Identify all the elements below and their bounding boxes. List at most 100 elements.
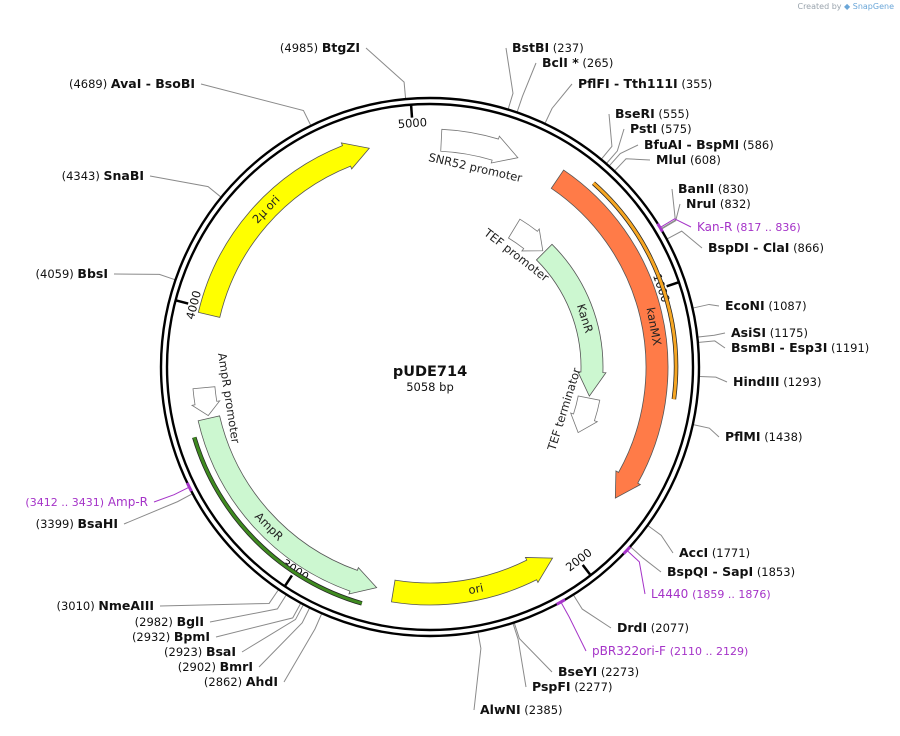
primer-range: (1859 .. 1876) [692,588,771,601]
feature-arrow-ori[interactable] [390,557,554,606]
site-label-bbsi[interactable]: (4059) BbsI [36,266,108,281]
site-position: (2385) [524,703,562,717]
site-name-2: SapI [722,564,753,579]
site-position: (3010) [57,599,95,613]
site-label-bspqi[interactable]: BspQI - SapI (1853) [667,564,795,579]
primer-leader-line [560,602,587,652]
feature-arrow-2-ori[interactable] [197,142,371,318]
feature-arrow-tef-terminator[interactable] [569,395,601,434]
site-leader-line [516,62,537,112]
site-label-hindiii[interactable]: HindIII (1293) [733,374,821,389]
site-position: (555) [658,107,689,121]
site-position: (1191) [831,341,869,355]
site-label-avai[interactable]: (4689) AvaI - BsoBI [69,76,195,91]
site-position: (2902) [178,660,216,674]
site-name-2: Tth111I [624,76,678,91]
site-leader-line [544,83,573,124]
primer-label-amp-r[interactable]: (3412 .. 3431) Amp-R [25,495,148,509]
site-label-drdi[interactable]: DrdI (2077) [617,620,689,635]
site-label-mlui[interactable]: MluI (608) [656,152,721,167]
primer-leader-line [660,218,692,228]
site-label-alwni[interactable]: AlwNI (2385) [480,702,563,717]
site-leader-line [614,158,651,171]
site-position: (2862) [204,675,242,689]
site-label-bpmi[interactable]: (2932) BpmI [132,629,210,644]
site-label-psti[interactable]: PstI (575) [630,121,692,136]
site-position: (2923) [164,645,202,659]
feature-arrow-tef-promoter[interactable] [507,218,544,252]
site-label-asisi[interactable]: AsiSI (1175) [731,325,808,340]
site-label-nmeaiii[interactable]: (3010) NmeAIII [57,598,155,613]
site-name: AccI [679,545,708,560]
site-name: BpmI [174,629,210,644]
scale-tick-mark [666,280,680,288]
site-name: AvaI [111,76,141,91]
site-position: (4059) [36,267,74,281]
primer-label-l4440[interactable]: L4440 (1859 .. 1876) [651,587,771,601]
site-label-bsahi[interactable]: (3399) BsaHI [36,516,118,531]
primer-label-pbr322ori-f[interactable]: pBR322ori-F (2110 .. 2129) [592,644,748,658]
site-leader-line [699,376,728,383]
site-label-banii[interactable]: BanII (830) [678,181,749,196]
primer-mark-l4440 [622,545,632,555]
feature-arrow-ampr-promoter[interactable] [190,386,221,417]
site-label-snabi[interactable]: (4343) SnaBI [62,168,144,183]
feature-arrow-kanmx[interactable] [550,169,669,499]
site-name: BsaI [206,644,236,659]
site-name-2: ClaI [763,240,790,255]
site-label-bmri[interactable]: (2902) BmrI [178,659,253,674]
site-name: BbsI [77,266,108,281]
site-label-bgli[interactable]: (2982) BglI [135,614,204,629]
feature-arrow-snr52-promoter[interactable] [440,128,519,164]
site-name: PspFI [532,679,571,694]
site-name: MluI [656,152,686,167]
site-label-bspdi[interactable]: BspDI - ClaI (866) [708,240,824,255]
site-label-bfuai[interactable]: BfuAI - BspMI (586) [644,137,774,152]
site-position: (4985) [280,41,318,55]
primer-label-kan-r[interactable]: Kan-R (817 .. 836) [697,220,801,234]
site-label-bsai[interactable]: (2923) BsaI [164,644,236,659]
backbone-inner-circle [165,102,695,632]
site-leader-line [609,144,639,166]
site-leader-line [648,525,674,554]
credit-prefix: Created by [797,2,842,11]
site-label-nrui[interactable]: NruI (832) [686,196,751,211]
site-name: BfuAI [644,137,682,152]
site-label-btgzi[interactable]: (4985) BtgZI [280,40,360,55]
site-label-bcli[interactable]: BclI * (265) [542,55,613,70]
site-label-pflfi[interactable]: PflFI - Tth111I (355) [578,76,712,91]
site-separator: - [708,564,722,579]
site-label-bsmbi[interactable]: BsmBI - Esp3I (1191) [731,340,869,355]
site-label-econi[interactable]: EcoNI (1087) [725,298,807,313]
site-name: HindIII [733,374,780,389]
site-leader-line [698,332,726,338]
site-label-pflmi[interactable]: PflMI (1438) [725,429,802,444]
site-position: (608) [690,153,721,167]
scale-tick-mark [175,299,189,305]
site-label-ahdi[interactable]: (2862) AhdI [204,674,278,689]
site-position: (575) [661,122,692,136]
plasmid-name: pUDE714 [393,364,467,380]
credit-brand: SnapGene [852,2,894,11]
site-position: (2277) [574,680,612,694]
site-name: PflFI [578,76,610,91]
site-leader-line [667,230,703,249]
scale-tick-label: 2000 [563,545,595,574]
site-position: (1087) [768,299,806,313]
primer-marks [185,222,664,606]
site-label-bstbi[interactable]: BstBI (237) [512,40,584,55]
scale-tick-mark [283,574,293,587]
site-leader-line [606,128,625,164]
site-label-bseyi[interactable]: BseYI (2273) [558,664,639,679]
site-separator: - [610,76,624,91]
orf-line [192,436,363,605]
feature-arrow-kanr[interactable] [535,243,607,397]
site-label-acci[interactable]: AccI (1771) [679,545,750,560]
site-label-pspfi[interactable]: PspFI (2277) [532,679,612,694]
site-position: (830) [718,182,749,196]
site-position: (265) [582,56,613,70]
site-name: AsiSI [731,325,766,340]
site-label-bseri[interactable]: BseRI (555) [615,106,689,121]
site-position: (1853) [757,565,795,579]
feature-arrow-ampr[interactable] [197,415,378,595]
